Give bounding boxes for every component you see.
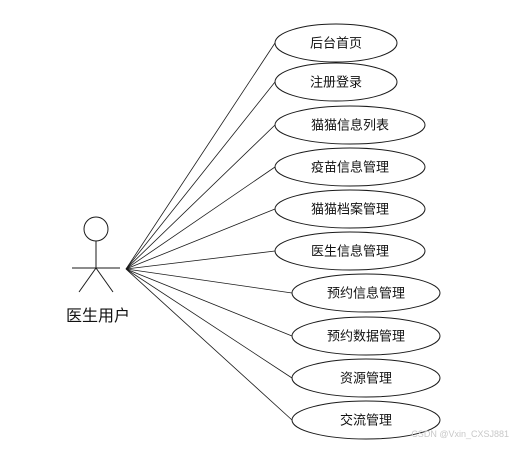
use-case: 资源管理: [291, 358, 441, 398]
use-case-label: 医生信息管理: [311, 244, 389, 260]
use-case-label: 交流管理: [340, 413, 392, 429]
association-line: [125, 208, 276, 270]
use-case-ellipse: [274, 62, 398, 102]
association-line: [125, 250, 276, 270]
association-line: [125, 124, 276, 270]
actor-right-leg: [95, 267, 114, 293]
use-case: 预约信息管理: [291, 273, 441, 313]
use-case-ellipse: [291, 400, 441, 440]
association-line: [125, 268, 293, 337]
use-case-label: 疫苗信息管理: [311, 160, 389, 176]
actor-left-leg: [78, 267, 97, 293]
association-lines: [125, 42, 293, 421]
association-line: [125, 268, 293, 421]
use-case: 猫猫信息列表: [274, 105, 426, 145]
use-case: 疫苗信息管理: [274, 147, 426, 187]
use-case-label: 资源管理: [340, 372, 392, 387]
use-case-ellipse: [274, 147, 426, 187]
association-line: [125, 268, 293, 294]
use-case-label: 注册登录: [310, 76, 362, 91]
use-case-label: 猫猫信息列表: [311, 118, 389, 134]
use-case-ellipse: [274, 189, 426, 229]
use-case: 交流管理: [291, 400, 441, 440]
use-case: 猫猫档案管理: [274, 189, 426, 229]
association-line: [125, 166, 276, 270]
use-case-label: 预约数据管理: [327, 330, 405, 345]
use-case-ellipse: [274, 105, 426, 145]
actor-head: [83, 216, 109, 242]
use-case: 预约数据管理: [291, 316, 441, 356]
use-case-label: 预约信息管理: [327, 286, 405, 302]
use-case-ellipse: [274, 23, 398, 63]
actor-label: 医生用户: [66, 306, 130, 325]
use-case-label: 猫猫档案管理: [311, 203, 389, 218]
use-case: 注册登录: [274, 62, 398, 102]
use-case-ellipse: [291, 358, 441, 398]
use-case: 后台首页: [274, 23, 398, 63]
use-case: 医生信息管理: [274, 231, 426, 271]
actor: 医生用户: [66, 216, 130, 325]
use-case-ellipse: [291, 316, 441, 356]
watermark: CSDN @Vxin_CXSJ881: [411, 429, 509, 439]
association-line: [125, 81, 276, 270]
association-line: [125, 268, 293, 379]
use-case-ellipse: [274, 231, 426, 271]
use-case-ellipse: [291, 273, 441, 313]
association-line: [125, 42, 276, 270]
use-case-label: 后台首页: [310, 37, 362, 52]
